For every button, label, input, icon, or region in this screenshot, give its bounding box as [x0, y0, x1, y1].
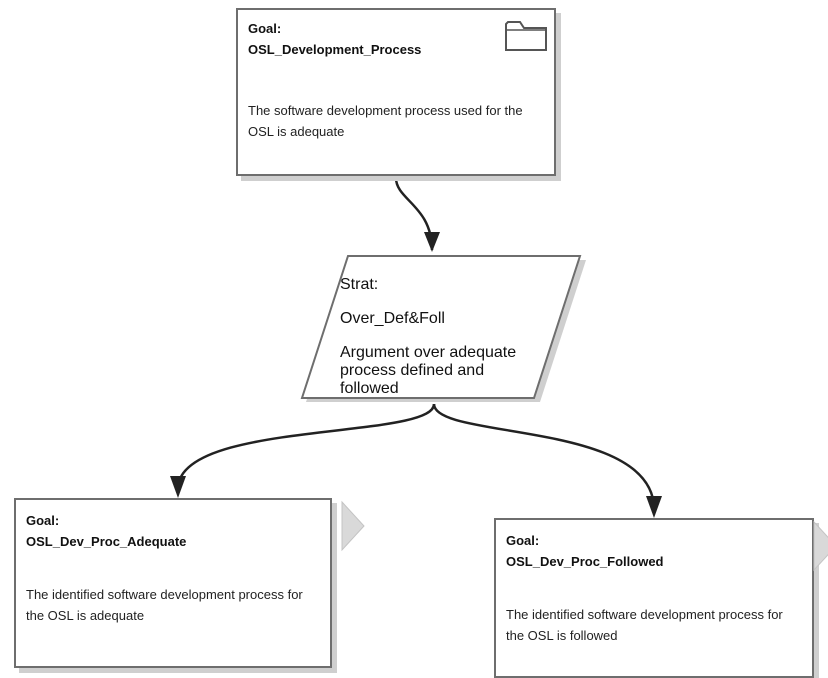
goal-name: OSL_Development_Process	[248, 42, 422, 57]
strategy-parallelogram	[300, 255, 586, 402]
goal-label: Goal:	[26, 513, 60, 528]
arrowhead-left-goal	[170, 476, 186, 498]
goal-description: The identified software development proc…	[26, 587, 303, 623]
goal-description: The identified software development proc…	[506, 607, 783, 643]
goal-label: Goal:	[248, 21, 282, 36]
goal-name: OSL_Dev_Proc_Adequate	[26, 534, 187, 549]
strategy-name: Over_Def&Foll	[340, 310, 445, 327]
goal-node-osl-development-process[interactable]: Goal: OSL_Development_Process The softwa…	[236, 8, 556, 176]
strategy-description: Argument over adequate process defined a…	[340, 344, 517, 397]
goal-node-osl-dev-proc-followed[interactable]: Goal: OSL_Dev_Proc_Followed The identifi…	[494, 518, 814, 678]
undeveloped-triangle-icon	[813, 520, 828, 572]
connector-strategy-to-right	[432, 403, 656, 509]
arrowhead-strategy	[424, 232, 440, 252]
undeveloped-triangle-icon	[341, 500, 365, 552]
strategy-node-over-def-foll[interactable]: Strat: Over_Def&Foll Argument over adequ…	[296, 252, 586, 406]
goal-label: Goal:	[506, 533, 540, 548]
arrowhead-right-goal	[646, 496, 662, 518]
goal-name: OSL_Dev_Proc_Followed	[506, 554, 664, 569]
connector-strategy-to-left	[176, 403, 436, 489]
strategy-label: Strat:	[340, 276, 379, 293]
goal-node-osl-dev-proc-adequate[interactable]: Goal: OSL_Dev_Proc_Adequate The identifi…	[14, 498, 332, 668]
connector-top-to-strategy	[394, 177, 434, 251]
folder-icon	[505, 21, 547, 51]
goal-description: The software development process used fo…	[248, 103, 523, 139]
